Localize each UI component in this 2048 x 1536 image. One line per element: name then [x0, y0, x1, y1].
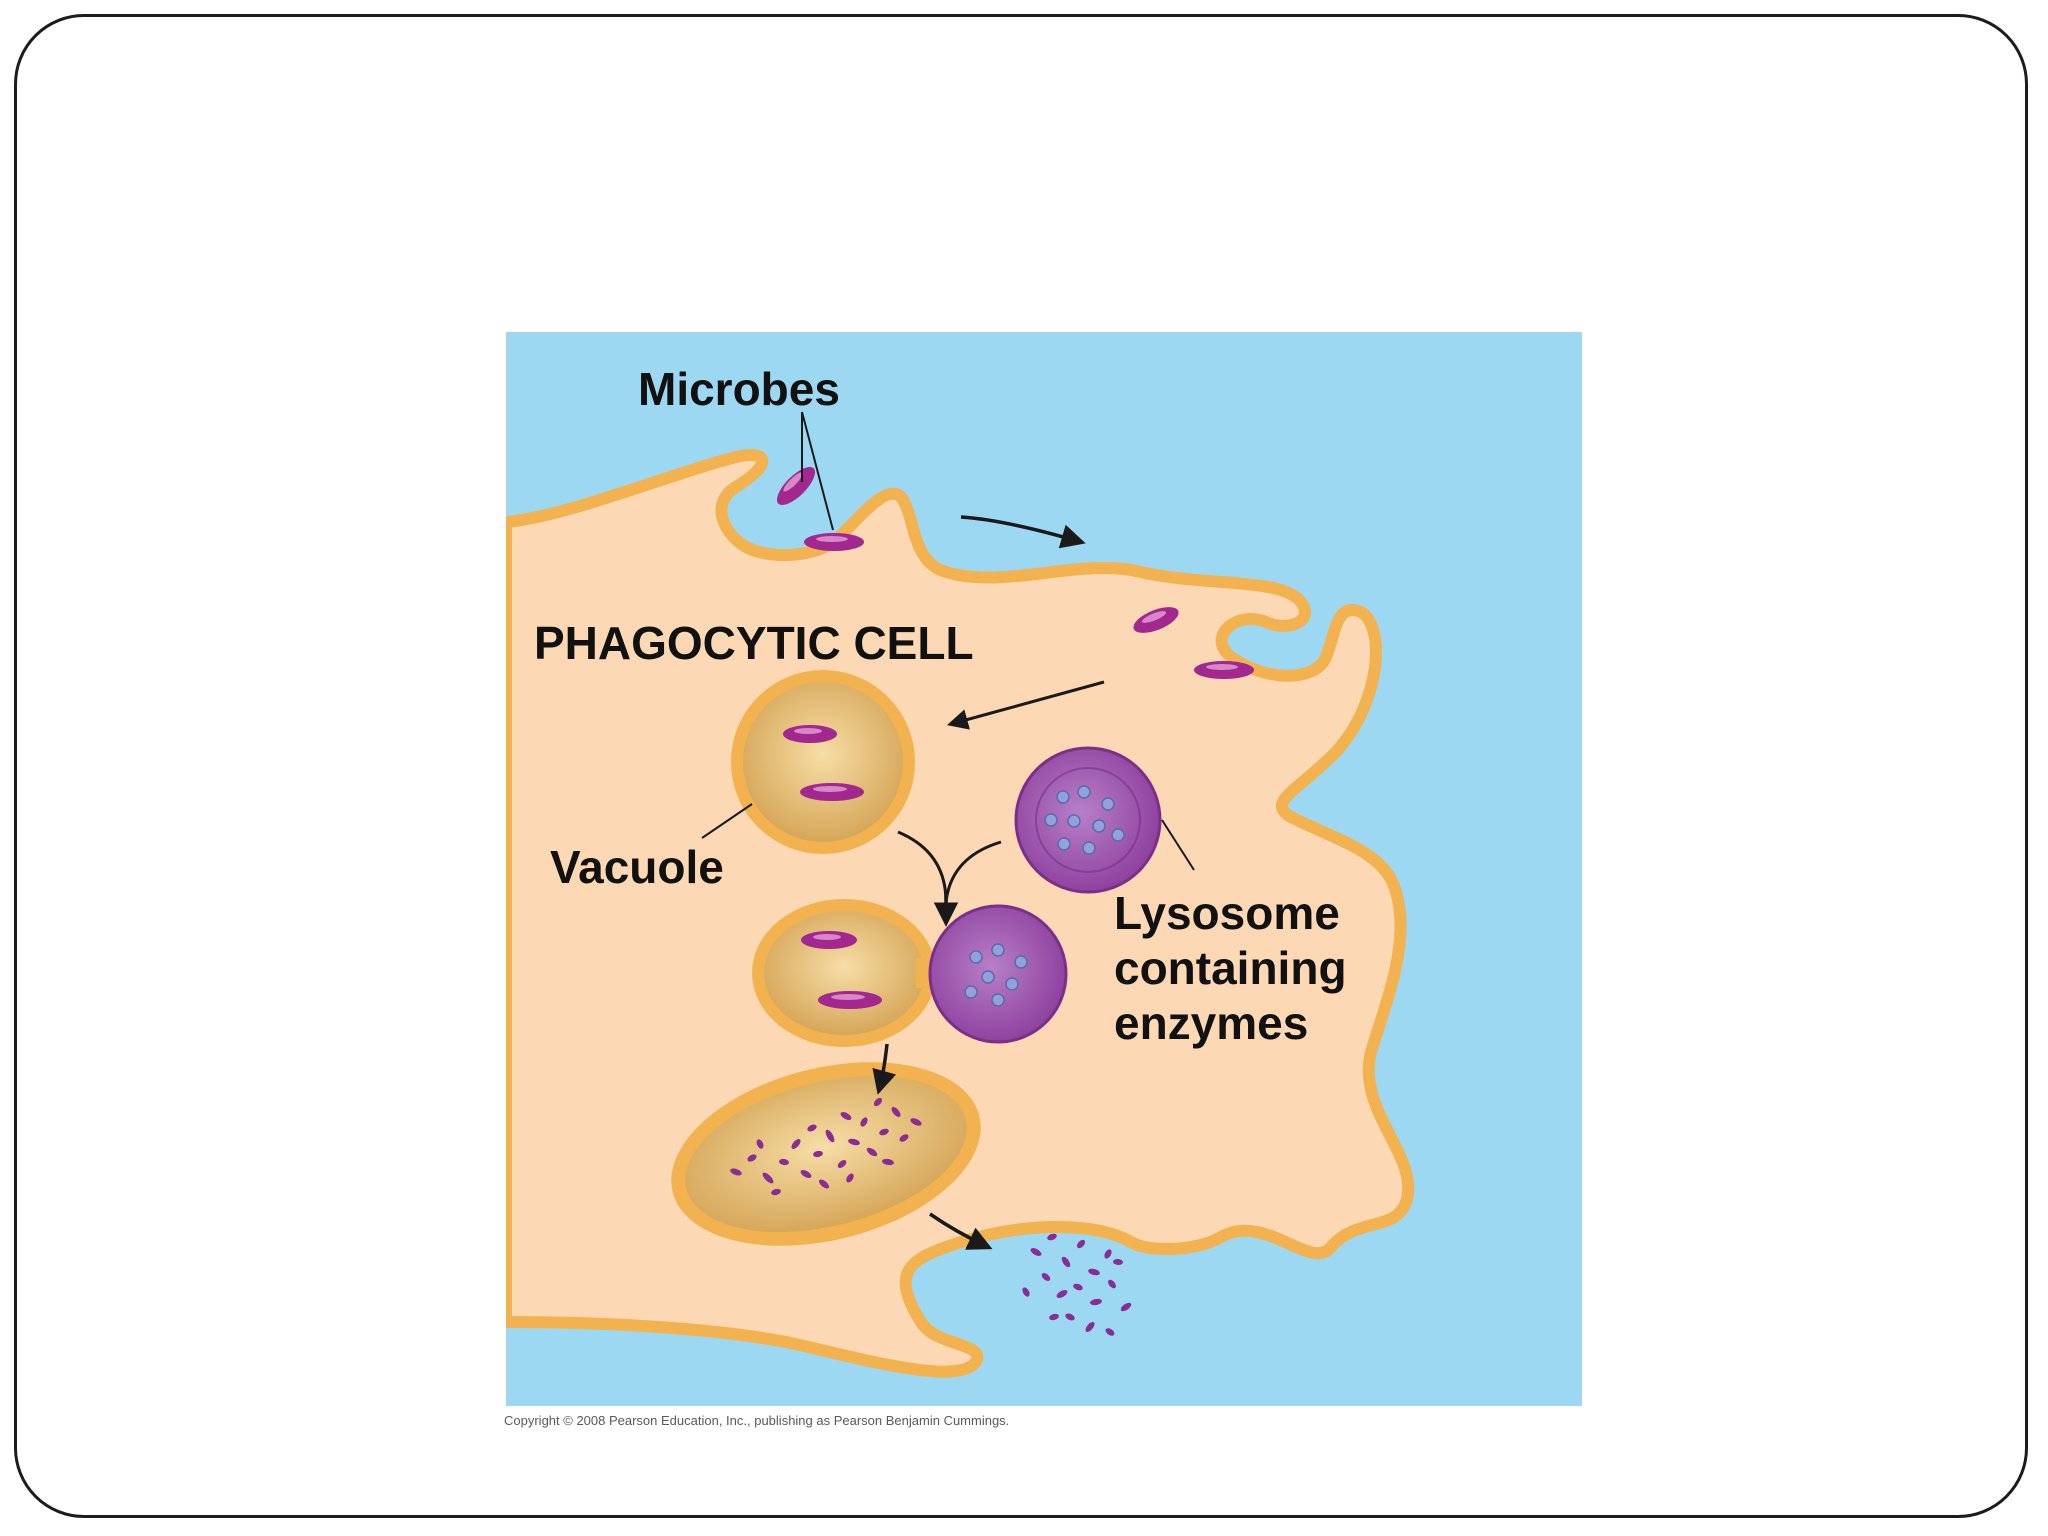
vacuole-label: Vacuole — [550, 841, 724, 893]
fusing-vacuole-lysosome — [752, 899, 1068, 1047]
microbe-engulfing-2 — [804, 533, 864, 551]
lysosome-label: Lysosome containing enzymes — [1114, 886, 1347, 1051]
microbes-leader-line — [801, 411, 834, 531]
lysosome-label-line-1: Lysosome — [1114, 887, 1340, 939]
microbes-label: Microbes — [638, 363, 840, 415]
released-debris — [1022, 1233, 1132, 1336]
lysosome — [1014, 746, 1162, 894]
digested-fragments — [730, 1097, 922, 1196]
copyright-notice: Copyright © 2008 Pearson Education, Inc.… — [504, 1413, 1010, 1428]
microbe-pocket-2 — [1194, 661, 1254, 679]
arrow-to-vacuole — [946, 680, 1105, 730]
vacuole — [731, 670, 915, 854]
microbe-pocket-1 — [1133, 607, 1179, 633]
microbe-engulfing-1 — [776, 466, 816, 506]
phagocytic-cell-label: PHAGOCYTIC CELL — [534, 617, 974, 669]
lysosome-label-line-3: enzymes — [1114, 997, 1309, 1049]
phagocytosis-figure — [506, 332, 1582, 1406]
arrow-exocytosis — [929, 1212, 993, 1250]
arrow-to-digestion — [872, 1043, 897, 1095]
lysosome-leader-line — [1161, 819, 1195, 871]
vacuole-leader-line — [701, 803, 753, 839]
arrow-to-pocket — [960, 515, 1086, 549]
lysosome-label-line-2: containing — [1114, 942, 1347, 994]
digestive-vacuole — [671, 1062, 981, 1246]
